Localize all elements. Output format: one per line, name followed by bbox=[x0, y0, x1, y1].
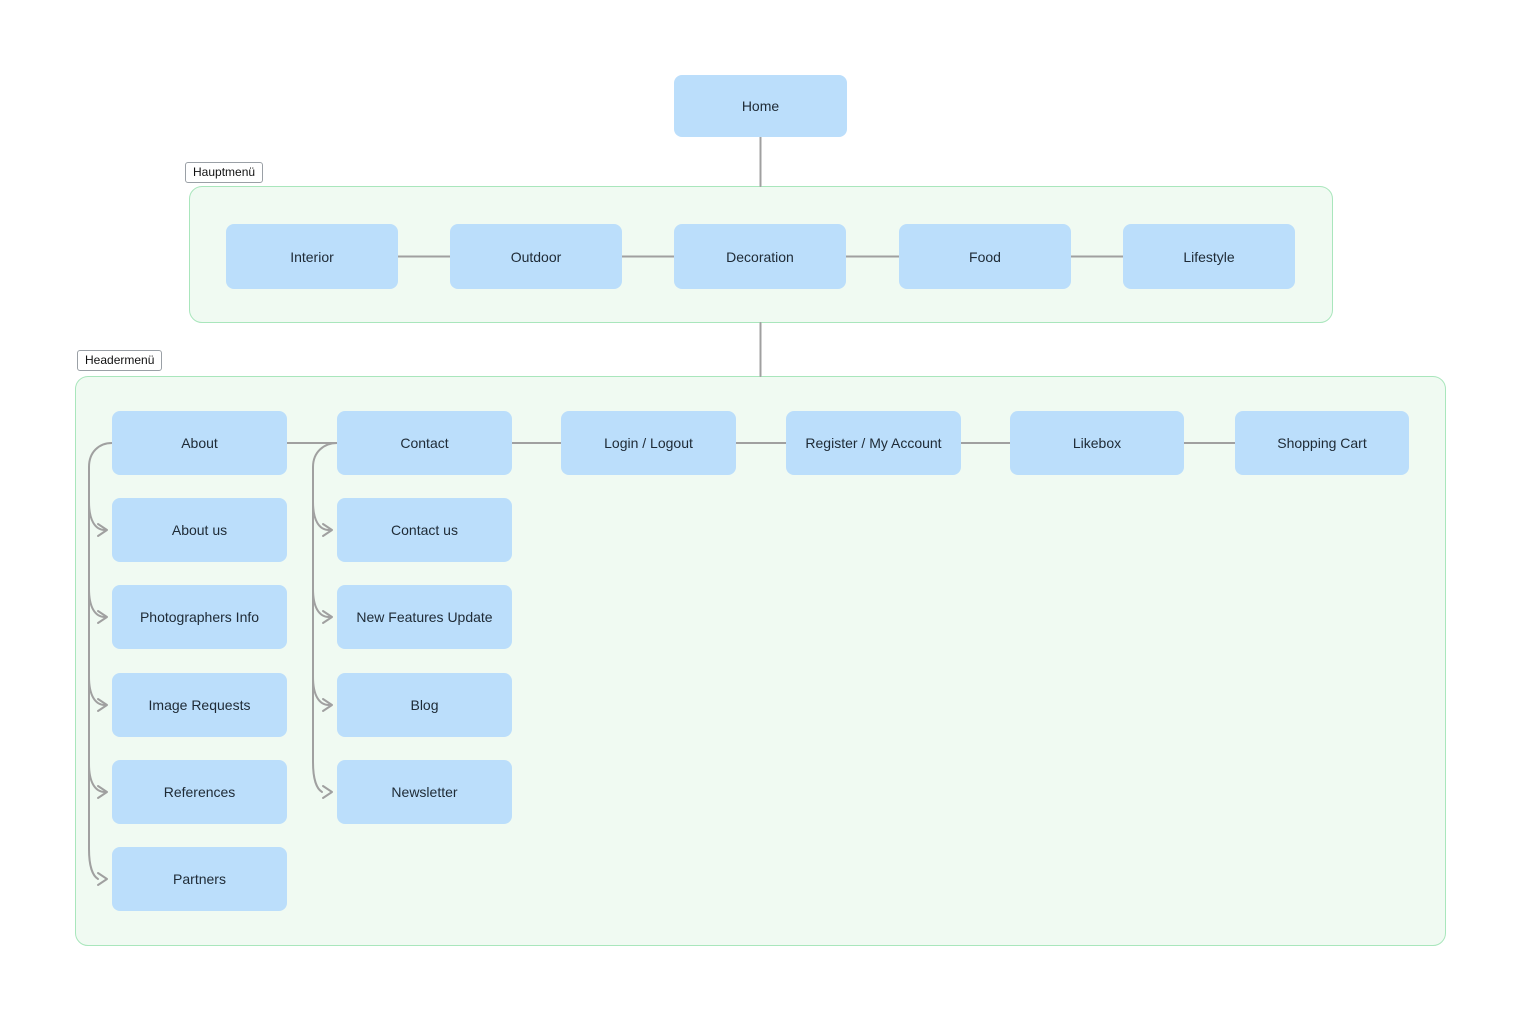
group-tag-hauptmenu: Hauptmenü bbox=[185, 162, 264, 183]
group-headermenu bbox=[75, 376, 1446, 946]
node-decoration[interactable]: Decoration bbox=[674, 224, 846, 289]
node-outdoor[interactable]: Outdoor bbox=[450, 224, 622, 289]
node-image-requests[interactable]: Image Requests bbox=[112, 673, 287, 737]
group-tag-headermenu: Headermenü bbox=[77, 350, 163, 371]
node-new-features-update[interactable]: New Features Update bbox=[337, 585, 512, 649]
node-lifestyle[interactable]: Lifestyle bbox=[1123, 224, 1295, 289]
node-home[interactable]: Home bbox=[674, 75, 847, 137]
node-contact-us[interactable]: Contact us bbox=[337, 498, 512, 562]
node-newsletter[interactable]: Newsletter bbox=[337, 760, 512, 824]
node-login-logout[interactable]: Login / Logout bbox=[561, 411, 736, 475]
node-shopping-cart[interactable]: Shopping Cart bbox=[1235, 411, 1409, 475]
node-food[interactable]: Food bbox=[899, 224, 1071, 289]
node-likebox[interactable]: Likebox bbox=[1010, 411, 1184, 475]
node-references[interactable]: References bbox=[112, 760, 287, 824]
node-photographers-info[interactable]: Photographers Info bbox=[112, 585, 287, 649]
node-register-my-account[interactable]: Register / My Account bbox=[786, 411, 961, 475]
node-about-us[interactable]: About us bbox=[112, 498, 287, 562]
node-interior[interactable]: Interior bbox=[226, 224, 398, 289]
node-contact[interactable]: Contact bbox=[337, 411, 512, 475]
node-partners[interactable]: Partners bbox=[112, 847, 287, 911]
node-about[interactable]: About bbox=[112, 411, 287, 475]
node-blog[interactable]: Blog bbox=[337, 673, 512, 737]
